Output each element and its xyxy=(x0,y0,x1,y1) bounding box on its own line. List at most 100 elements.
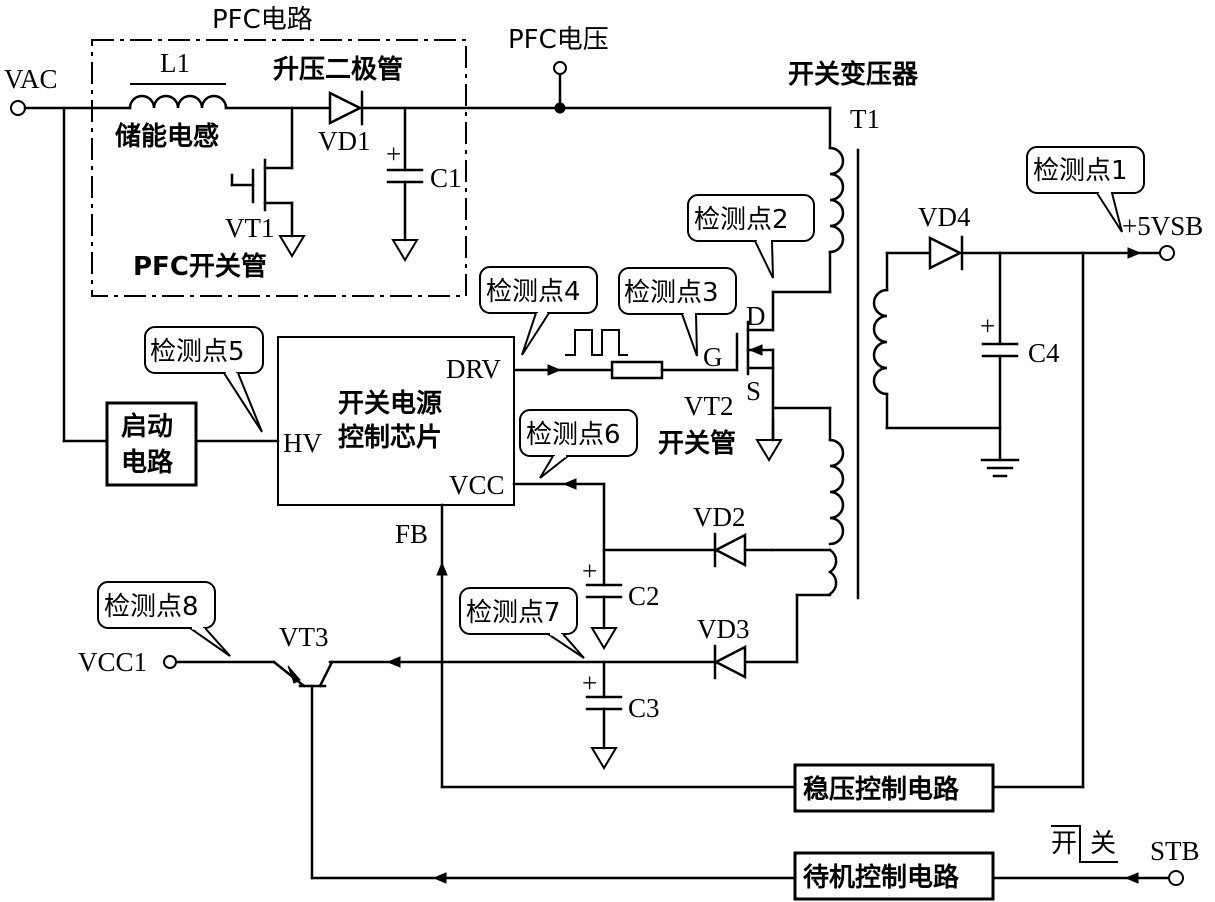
pfc-voltage-label: PFC电压 xyxy=(508,25,609,55)
stb-terminal xyxy=(1168,870,1184,886)
vt3-emitter xyxy=(272,660,306,688)
output-arrow xyxy=(1127,247,1142,259)
test-point-1-bubble xyxy=(1026,146,1145,194)
gate-resistor xyxy=(610,360,664,380)
pfc-circuit-box xyxy=(91,39,467,297)
t1-secondary-winding xyxy=(872,288,889,396)
storage-inductor-label: 储能电感 xyxy=(115,121,219,152)
pfc-switch-label: PFC开关管 xyxy=(133,252,267,282)
test-point-3-label: 检测点3 xyxy=(624,278,719,308)
test-point-7: 检测点7 xyxy=(459,587,585,659)
chip-label-line2: 控制芯片 xyxy=(338,423,442,453)
test-point-8-pointer xyxy=(189,627,231,657)
start-label-line1: 启动 xyxy=(121,411,173,442)
test-point-2-label: 检测点2 xyxy=(694,205,789,235)
l1-label: L1 xyxy=(160,48,190,78)
vac-terminal xyxy=(10,100,26,116)
pfc-circuit-label: PFC电路 xyxy=(212,5,313,35)
vd4-label: VD4 xyxy=(918,202,971,232)
c3-plus: + xyxy=(582,668,597,698)
vt3-collector xyxy=(318,660,334,688)
g-label: G xyxy=(703,342,723,372)
standby-label: 待机控制电路 xyxy=(803,862,960,893)
test-point-6-label: 检测点6 xyxy=(526,420,621,450)
diode-vd2 xyxy=(713,532,747,568)
start-circuit-box xyxy=(105,401,198,487)
start-label-line2: 电路 xyxy=(121,447,174,478)
inductor-l1 xyxy=(128,94,228,110)
test-point-7-bubble xyxy=(459,587,578,635)
test-point-6: 检测点6 xyxy=(519,409,638,479)
test-point-2-pointer xyxy=(754,240,774,279)
test-point-8: 检测点8 xyxy=(97,581,231,657)
fb-arrow xyxy=(436,561,448,576)
c1-ground-icon xyxy=(391,239,419,262)
test-point-8-label: 检测点8 xyxy=(104,592,199,622)
vcc1-terminal xyxy=(163,655,177,669)
test-point-6-bubble xyxy=(519,409,638,457)
test-point-1-pointer xyxy=(1096,192,1123,233)
s-label: S xyxy=(746,376,761,406)
vd1-label: VD1 xyxy=(318,126,371,156)
vt2-label: VT2 xyxy=(684,391,734,421)
diode-vd3 xyxy=(713,644,747,680)
fb-pin-label: FB xyxy=(395,519,428,549)
test-point-4-pointer xyxy=(521,312,550,356)
vcc-arrow xyxy=(562,478,577,490)
vt3-label: VT3 xyxy=(279,622,329,652)
hv-pin-label: HV xyxy=(283,428,322,458)
test-point-2-bubble xyxy=(687,194,815,242)
test-point-1-label: 检测点1 xyxy=(1033,156,1128,186)
diode-vd1 xyxy=(328,90,363,126)
t1-aux-winding-2 xyxy=(827,548,838,596)
vt2-ground-icon xyxy=(755,439,783,462)
c2-plus: + xyxy=(582,556,597,586)
drv-pin-label: DRV xyxy=(446,354,501,384)
drv-arrow xyxy=(547,364,562,376)
test-point-3-pointer xyxy=(681,313,698,357)
regulator-box xyxy=(793,763,995,813)
standby-arrow xyxy=(432,872,447,884)
vcc1-label: VCC1 xyxy=(78,647,147,677)
diode-vd4 xyxy=(928,235,963,271)
standby-box xyxy=(793,851,995,901)
test-point-3: 检测点3 xyxy=(618,267,737,357)
test-point-2: 检测点2 xyxy=(687,194,815,279)
t1-aux-winding-1 xyxy=(828,438,845,546)
vd3-label: VD3 xyxy=(697,614,750,644)
t1-primary-winding xyxy=(828,146,845,254)
vt3-emitter-arrow xyxy=(287,665,301,684)
vac-label: VAC xyxy=(4,64,58,94)
stb-label: STB xyxy=(1150,836,1200,866)
control-chip xyxy=(277,336,515,506)
switch-guan-label: 关 xyxy=(1090,829,1116,859)
test-point-5-label: 检测点5 xyxy=(150,337,245,367)
vt1-label: VT1 xyxy=(225,213,275,243)
chip-label-line1: 开关电源 xyxy=(338,389,442,419)
c2-ground-icon xyxy=(590,627,618,650)
vt3-collector-arrow xyxy=(386,656,401,668)
plus5vsb-label: +5VSB xyxy=(1122,211,1203,241)
test-point-4-label: 检测点4 xyxy=(486,277,581,307)
test-point-3-bubble xyxy=(618,267,737,315)
vt2-body-arrow xyxy=(748,344,763,356)
switch-level-icon xyxy=(1051,825,1118,863)
plus5vsb-terminal xyxy=(1159,245,1175,261)
test-point-8-bubble xyxy=(97,581,216,629)
test-point-7-label: 检测点7 xyxy=(466,598,561,628)
t1-label: T1 xyxy=(850,104,880,134)
pfc-voltage-terminal xyxy=(553,61,567,75)
c3-ground-icon xyxy=(590,747,618,770)
test-point-5-pointer xyxy=(223,372,263,433)
stb-arrow xyxy=(1124,872,1139,884)
test-point-5-bubble xyxy=(144,326,264,374)
d-label: D xyxy=(746,301,766,331)
regulator-label: 稳压控制电路 xyxy=(803,774,960,805)
c3-label: C3 xyxy=(628,693,660,723)
test-point-6-pointer xyxy=(539,455,569,479)
vcc-pin-label: VCC xyxy=(449,470,505,500)
switch-transformer-label: 开关变压器 xyxy=(788,59,919,90)
switch-tube-label: 开关管 xyxy=(658,429,736,459)
pwm-waveform-icon xyxy=(565,329,628,356)
